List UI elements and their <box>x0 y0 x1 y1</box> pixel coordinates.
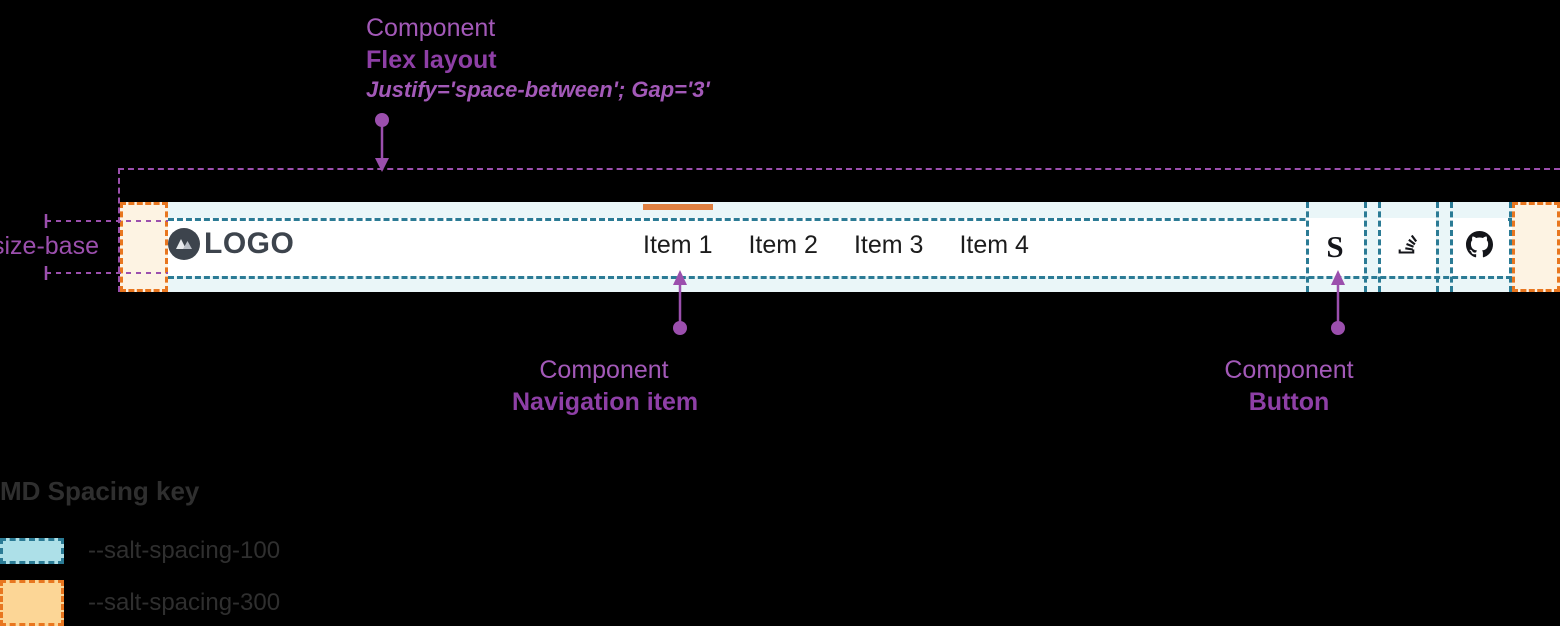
button-gap-guide-2 <box>1364 202 1367 292</box>
nav-annotation: Component Navigation item <box>512 354 699 418</box>
legend-row-spacing-100: --salt-spacing-100 <box>0 537 280 564</box>
logo-wordmark: LOGO <box>204 227 295 260</box>
spacing-guide-top <box>168 218 1512 221</box>
button-annotation: Component Button <box>1224 354 1354 418</box>
nav-annotation-kind: Component <box>539 356 669 384</box>
button-gap-guide-5 <box>1450 202 1453 292</box>
nav-annotation-name: Navigation item <box>512 388 699 416</box>
stackoverflow-button[interactable] <box>1378 218 1436 276</box>
nav-annotation-connector <box>673 270 687 335</box>
legend-swatch-spacing-100 <box>0 538 64 564</box>
github-icon <box>1465 231 1493 263</box>
flex-annotation-connector <box>375 113 389 172</box>
header-actions: S <box>1306 218 1508 276</box>
button-annotation-connector <box>1331 270 1345 335</box>
flex-annotation-kind: Component <box>366 14 496 42</box>
button-gap-guide-1 <box>1306 202 1309 292</box>
button-gap-guide-3 <box>1378 202 1381 292</box>
logo[interactable]: LOGO <box>168 227 294 261</box>
action-gap-1 <box>1364 218 1378 276</box>
legend-swatch-spacing-300 <box>0 580 64 626</box>
github-button[interactable] <box>1450 218 1508 276</box>
nav-item-1[interactable]: Item 1 <box>643 231 713 259</box>
salt-logo-button[interactable]: S <box>1306 218 1364 276</box>
spacing-300-left <box>120 202 168 292</box>
button-annotation-kind: Component <box>1224 356 1354 384</box>
button-annotation-name: Button <box>1248 388 1330 416</box>
salt-s-icon: S <box>1326 229 1344 264</box>
navigation: Item 1 Item 2 Item 3 Item 4 <box>643 231 1029 260</box>
stack-overflow-icon <box>1394 232 1420 263</box>
nav-item-2[interactable]: Item 2 <box>748 231 818 259</box>
nav-active-indicator <box>643 204 713 210</box>
size-base-dimension <box>44 214 168 280</box>
size-base-label: size-base <box>0 232 99 260</box>
nav-item-3[interactable]: Item 3 <box>853 231 924 259</box>
flex-annotation: Component Flex layout Justify='space-bet… <box>366 12 710 104</box>
legend-row-spacing-300: --salt-spacing-300 <box>0 580 280 626</box>
nav-item-4[interactable]: Item 4 <box>959 231 1029 259</box>
spacing-guide-bottom <box>168 276 1512 279</box>
spacing-300-right <box>1512 202 1560 292</box>
button-gap-guide-6 <box>1509 202 1512 292</box>
legend-label-spacing-300: --salt-spacing-300 <box>88 589 281 616</box>
flex-annotation-props: Justify='space-between'; Gap='3' <box>366 77 710 102</box>
button-gap-guide-4 <box>1436 202 1439 292</box>
header-content-strip <box>168 218 1512 276</box>
legend-label-spacing-100: --salt-spacing-100 <box>88 537 281 564</box>
mountain-logo-icon <box>168 228 200 260</box>
legend-title: MD Spacing key <box>0 476 200 506</box>
action-gap-2 <box>1436 218 1450 276</box>
flex-annotation-name: Flex layout <box>366 46 497 74</box>
